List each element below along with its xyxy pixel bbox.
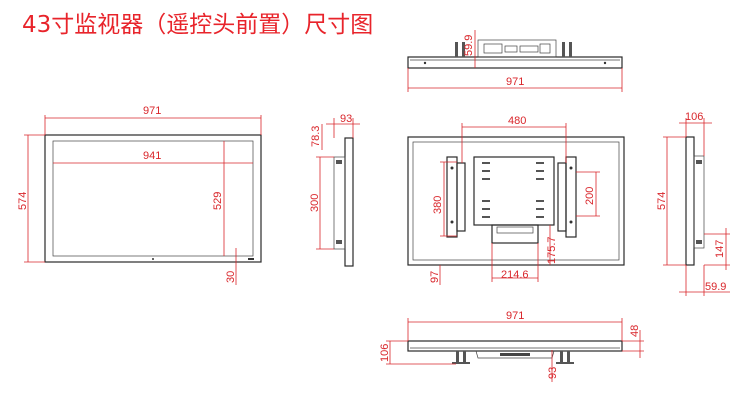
side-depth-upper-label: 78.3 <box>310 126 322 147</box>
top-view: 59.9 971 <box>407 30 623 92</box>
right-bottom-span-label: 147 <box>714 240 726 258</box>
side-bracket-span-label: 300 <box>309 194 321 212</box>
back-bracket-height-label: 200 <box>584 187 596 205</box>
page-title: 43寸监视器（遥控头前置）尺寸图 <box>22 12 374 38</box>
front-view: 971 941 574 529 30 <box>17 105 262 285</box>
front-screen-height-label: 529 <box>212 192 224 210</box>
back-stand-height-label: 175.7 <box>546 236 558 264</box>
right-base-depth-label: 59.9 <box>705 281 726 293</box>
bottom-depth-label: 106 <box>379 344 391 362</box>
front-outer-width-label: 971 <box>143 105 161 117</box>
right-height-label: 574 <box>656 192 668 210</box>
bottom-offset-label: 93 <box>547 367 559 379</box>
back-vesa-height-label: 380 <box>432 196 444 214</box>
right-side-view: 106 574 147 59.9 <box>656 111 730 296</box>
back-bottom-offset-label: 97 <box>429 271 441 283</box>
front-screen-width-label: 941 <box>143 150 161 162</box>
right-depth-label: 106 <box>685 111 703 123</box>
top-depth-label: 59.9 <box>463 35 475 56</box>
bottom-width-label: 971 <box>506 310 524 322</box>
bottom-view: 971 48 106 93 <box>379 310 644 382</box>
left-side-view: 93 78.3 300 <box>309 113 360 267</box>
top-width-label: 971 <box>506 76 524 88</box>
side-depth-total-label: 93 <box>340 113 352 125</box>
front-outer-height-label: 574 <box>17 192 29 210</box>
back-vesa-width-label: 480 <box>508 115 526 127</box>
front-bottom-margin-label: 30 <box>225 271 237 283</box>
bottom-thickness-label: 48 <box>629 325 641 337</box>
back-view: 480 380 200 175.7 214.6 97 <box>407 115 625 285</box>
back-stand-width-label: 214.6 <box>501 269 529 281</box>
